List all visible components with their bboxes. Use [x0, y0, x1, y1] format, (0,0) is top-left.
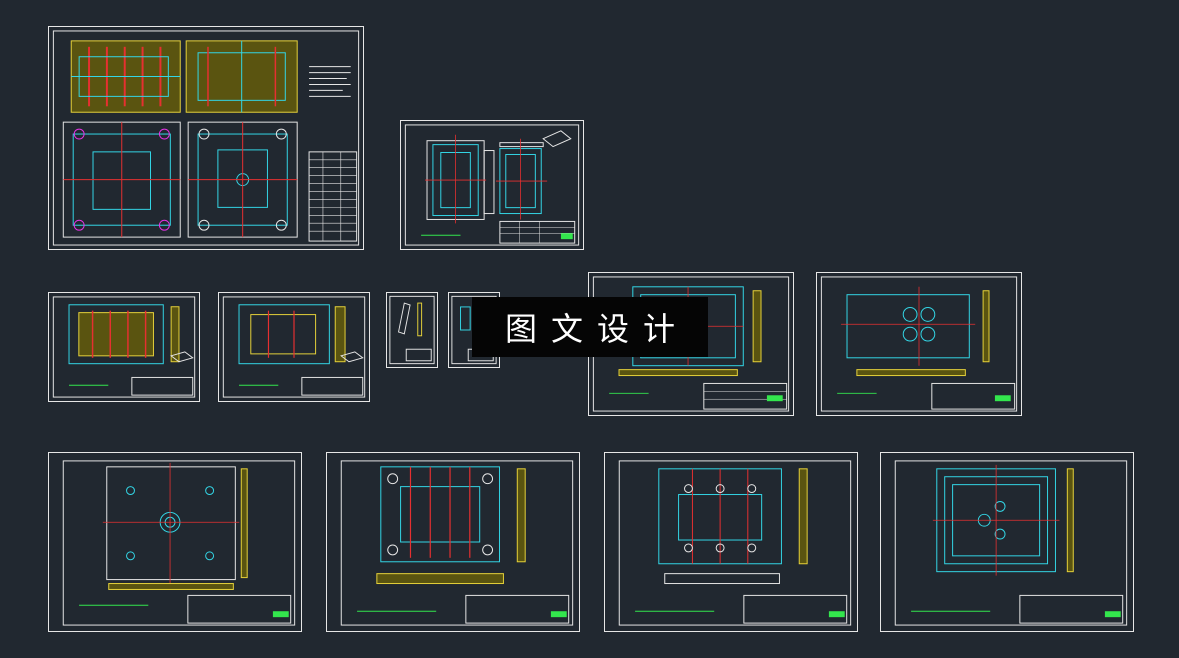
drawing-sheet-plate-b[interactable] [218, 292, 370, 402]
drawing-sheet-a-plate[interactable] [326, 452, 580, 632]
watermark-label: 图文设计 [472, 297, 708, 357]
drawing-sheet-ejector-plate[interactable] [816, 272, 1022, 416]
part-drawing [404, 124, 580, 246]
small-part-1-drawing [389, 295, 435, 365]
a-plate-drawing [340, 460, 574, 626]
drawing-sheet-bottom-plate[interactable] [880, 452, 1134, 632]
assembly-drawing [52, 30, 360, 246]
drawing-sheet-small-part-1[interactable] [386, 292, 438, 368]
drawing-sheet-plate-a[interactable] [48, 292, 200, 402]
plate-b-drawing [222, 296, 366, 398]
top-clamp-plate-drawing [62, 460, 296, 626]
drawing-sheet-top-clamp-plate[interactable] [48, 452, 302, 632]
b-plate-drawing [618, 460, 852, 626]
ejector-plate-drawing [820, 276, 1018, 412]
plate-a-drawing [52, 296, 196, 398]
bottom-plate-drawing [894, 460, 1128, 626]
drawing-sheet-part[interactable] [400, 120, 584, 250]
drawing-sheet-assembly[interactable] [48, 26, 364, 250]
drawing-sheet-b-plate[interactable] [604, 452, 858, 632]
